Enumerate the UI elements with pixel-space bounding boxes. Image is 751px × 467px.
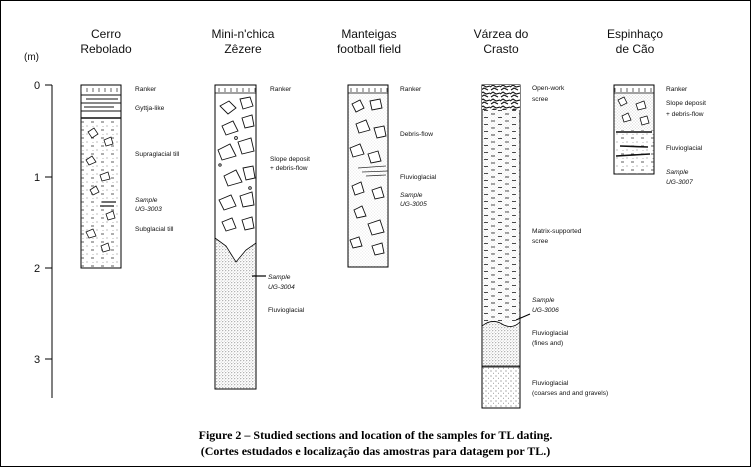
layer-label: Subglacial till xyxy=(135,226,174,233)
figure-caption-translation: (Cortes estudados e localização das amos… xyxy=(200,444,551,458)
clasts xyxy=(349,98,387,256)
sample-marks xyxy=(100,201,116,207)
sample-label: Sample xyxy=(666,169,689,176)
sample-id: UG-3004 xyxy=(268,284,295,291)
layer-label: Fluvioglacial xyxy=(666,145,703,152)
section-title: football field xyxy=(337,42,401,56)
layer-label: Ranker xyxy=(270,86,292,93)
section-cerro-rebolado: Cerro Rebolado Ranker Gyttja-li xyxy=(80,27,180,269)
layer-label: Fluvioglacial xyxy=(400,174,437,181)
layer-label: + debris-flow xyxy=(666,111,704,118)
fluvioglacial-beds xyxy=(615,131,652,157)
section-title: Zêzere xyxy=(224,42,262,56)
layer-label: Slope deposit xyxy=(666,100,706,107)
axis-unit-label: (m) xyxy=(24,52,39,63)
depth-axis: (m) 0 1 2 3 xyxy=(24,52,53,398)
sample-id: UG-3006 xyxy=(532,307,559,314)
layer-label: Debris-flow xyxy=(400,131,433,138)
sample-label: Sample xyxy=(400,192,423,199)
sample-id: UG-3005 xyxy=(400,201,427,208)
layer-label: Supraglacial till xyxy=(135,151,180,158)
layer-gyttja xyxy=(81,94,121,119)
layer-label: (fines and) xyxy=(532,340,563,347)
layer-fluvioglacial xyxy=(614,130,654,174)
layer-label: Gyttja-like xyxy=(135,105,165,112)
layer-till xyxy=(81,119,121,268)
sample-id: UG-3003 xyxy=(135,206,162,213)
clasts xyxy=(617,96,650,126)
layer-fluvioglacial xyxy=(214,237,257,390)
sample-label: Sample xyxy=(135,197,158,204)
layer-label: Matrix-supported xyxy=(532,228,582,235)
fluvioglacial-lens xyxy=(357,165,389,177)
layer-label: Slope deposit xyxy=(270,156,310,163)
layer-ranker xyxy=(614,85,654,92)
layer-label: Fluvioglacial xyxy=(532,380,569,387)
section-title: Manteigas xyxy=(341,27,396,41)
layer-openwork-scree xyxy=(482,85,520,110)
section-title: Espinhaço xyxy=(607,27,663,41)
sample-mark xyxy=(515,313,531,321)
layer-label: + debris-flow xyxy=(270,165,308,172)
layer-label: Fluvioglacial xyxy=(268,307,305,314)
axis-tick-label: 2 xyxy=(34,263,40,275)
section-title: Mini-n'chica xyxy=(212,27,275,41)
section-title: Várzea do xyxy=(474,27,529,41)
clasts xyxy=(217,96,256,232)
layer-label: scree xyxy=(532,238,548,245)
layer-fluvioglacial-fines xyxy=(481,321,521,367)
layer-fluvioglacial-coarse xyxy=(481,366,521,409)
layer-ranker xyxy=(81,85,121,92)
layer-ranker xyxy=(348,85,388,92)
layer-ranker xyxy=(215,85,256,92)
section-espinhaco-de-cao: Espinhaço de Cão Ranker Slope deposit + … xyxy=(607,27,706,186)
section-manteigas-football-field: Manteigas football field Ranker Debris-f… xyxy=(337,27,437,268)
layer-label: (coarses and and gravels) xyxy=(532,390,608,397)
sample-label: Sample xyxy=(268,274,291,281)
axis-tick-label: 1 xyxy=(34,172,40,184)
figure-caption: Figure 2 – Studied sections and location… xyxy=(198,428,553,442)
axis-tick-label: 3 xyxy=(34,354,40,366)
layer-label: Ranker xyxy=(666,86,688,93)
layer-label: Ranker xyxy=(400,86,422,93)
axis-tick-label: 0 xyxy=(34,80,40,92)
section-title: Cerro xyxy=(91,27,121,41)
layer-label: Ranker xyxy=(135,86,157,93)
layer-label: Open-work xyxy=(532,85,565,92)
section-mini-nchica-zezere: Mini-n'chica Zêzere Ranker Slope deposit… xyxy=(212,27,310,390)
section-title: de Cão xyxy=(616,42,655,56)
clasts xyxy=(85,127,116,253)
layer-label: scree xyxy=(532,96,548,103)
sample-label: Sample xyxy=(532,297,555,304)
section-varzea-do-crasto: Várzea do Crasto Open-work scree Matrix-… xyxy=(474,27,608,409)
layer-label: Fluvioglacial xyxy=(532,330,569,337)
section-title: Rebolado xyxy=(80,42,132,56)
sample-id: UG-3007 xyxy=(666,179,693,186)
section-title: Crasto xyxy=(483,42,519,56)
